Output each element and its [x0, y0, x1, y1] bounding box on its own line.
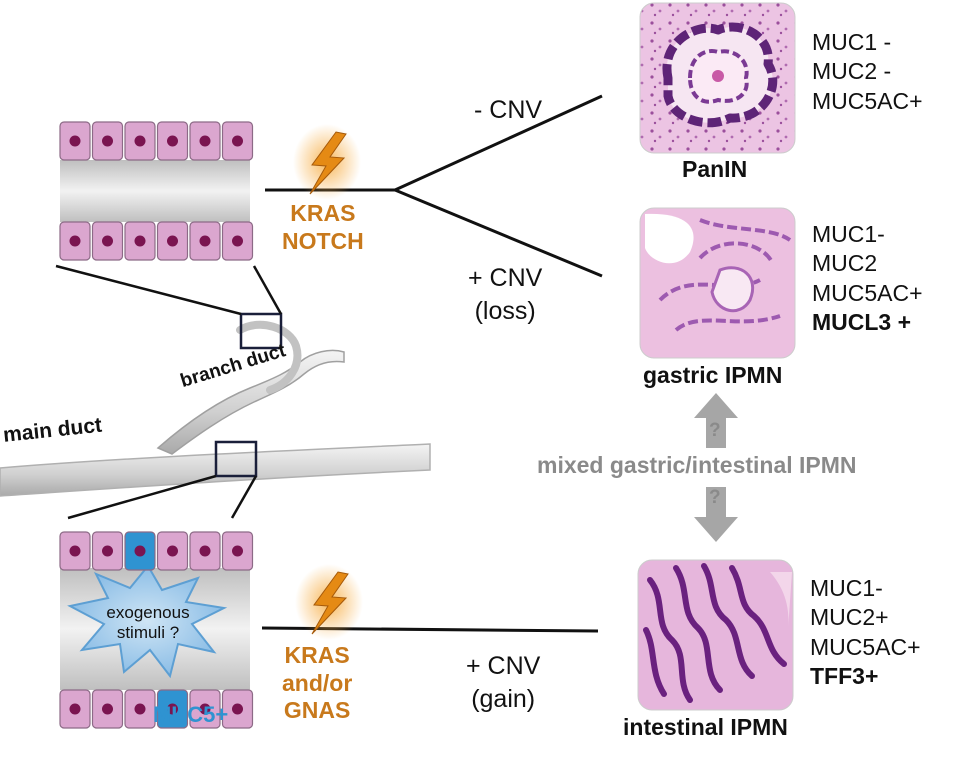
cnv-plus-gain-label: + CNV (gain) — [466, 650, 540, 715]
cell-nucleus — [102, 235, 113, 247]
cnv-plus-loss-label: + CNV (loss) — [468, 262, 542, 327]
cnv-plus-gain-line1: + CNV — [466, 652, 541, 680]
muc5-plus-label: MUC5+ — [153, 702, 229, 727]
cell-nucleus — [69, 703, 81, 715]
branch-duct-shape — [156, 349, 345, 455]
duct-illustration — [0, 264, 431, 520]
cell-nucleus — [167, 235, 178, 247]
marker-item-bold: TFF3+ — [810, 663, 879, 690]
cell-nucleus — [232, 703, 243, 715]
question-mark-top: ? — [709, 420, 721, 441]
markers-gastric-ipmn: MUC1- MUC2 MUC5AC+ MUCL3 + — [812, 220, 923, 338]
cell-nucleus — [69, 135, 81, 147]
mixed-ipmn-label: mixed gastric/intestinal IPMN — [537, 452, 857, 478]
marker-item: MUC5AC+ — [812, 87, 923, 114]
cnv-plus-gain-line2: (gain) — [471, 684, 536, 713]
marker-item: MUC2 - — [812, 58, 892, 85]
cell-nucleus — [102, 703, 113, 715]
zoom-box-main — [214, 440, 258, 478]
gene-gnas: GNAS — [283, 697, 351, 724]
markers-intestinal-ipmn: MUC1- MUC2+ MUC5AC+ TFF3+ — [810, 574, 921, 692]
question-mark-bottom: ? — [709, 487, 721, 508]
cell-nucleus — [167, 135, 178, 147]
cell-nucleus — [199, 235, 211, 247]
cell-nucleus — [102, 545, 113, 557]
cell-nucleus — [134, 545, 146, 557]
cell-nucleus — [199, 703, 211, 715]
upper-lumen — [60, 160, 250, 222]
cell-nucleus — [167, 703, 178, 715]
lower-cell-row-top — [59, 531, 254, 571]
gene-kras-top: KRAS — [290, 200, 356, 226]
cell-nucleus — [134, 135, 146, 147]
cell-nucleus — [69, 545, 81, 557]
cell-nucleus — [232, 135, 243, 147]
markers-panin: MUC1 - MUC2 - MUC5AC+ — [812, 28, 923, 116]
gene-label-top: KRAS NOTCH — [282, 200, 364, 255]
cell-nucleus — [199, 545, 211, 557]
lightning-bolt-icon-bottom — [295, 564, 363, 640]
marker-item-bold: MUCL3 + — [812, 309, 912, 336]
cell-nucleus — [134, 235, 146, 247]
cell-nucleus — [199, 135, 211, 147]
cell-nucleus — [69, 235, 81, 247]
lesion-name-gastric-ipmn: gastric IPMN — [643, 362, 783, 388]
upper-cell-row-top — [59, 121, 254, 161]
lower-epithelium — [59, 531, 254, 729]
gene-kras-bottom: KRAS — [284, 642, 350, 668]
marker-item: MUC5AC+ — [812, 279, 923, 306]
gene-and-or: and/or — [282, 669, 353, 696]
cell-nucleus — [232, 235, 243, 247]
lesion-name-intestinal-ipmn: intestinal IPMN — [623, 714, 788, 740]
gene-label-bottom: KRAS and/or GNAS — [282, 642, 352, 725]
cell-nucleus — [134, 703, 146, 715]
marker-item: MUC1- — [810, 575, 883, 601]
upper-cell-row-bottom — [59, 221, 254, 261]
cell-nucleus — [102, 135, 113, 147]
exogenous-stimuli-label: exogenous stimuli ? — [106, 603, 190, 643]
lightning-bolt-icon-top — [293, 124, 361, 200]
cnv-plus-loss-line1: + CNV — [468, 264, 543, 292]
upper-epithelium — [59, 121, 254, 261]
gastric-ipmn-histology-image — [639, 207, 796, 359]
zoom-box-branch — [239, 312, 283, 350]
marker-item: MUC5AC+ — [810, 633, 921, 660]
marker-item: MUC1- — [812, 221, 885, 247]
marker-item: MUC1 - — [812, 29, 892, 55]
exogenous-stimuli-starburst — [67, 564, 228, 679]
panin-histology-image — [639, 2, 796, 154]
intestinal-ipmn-histology-image — [637, 559, 794, 711]
marker-item: MUC2 — [812, 250, 878, 277]
lower-cell-row-bottom — [59, 689, 254, 729]
branch-duct-bend — [236, 320, 302, 394]
cnv-minus-label: - CNV — [474, 96, 543, 124]
lesion-name-panin: PanIN — [682, 156, 748, 182]
mixed-double-arrow — [694, 393, 738, 542]
cnv-plus-loss-line2: (loss) — [474, 296, 536, 325]
marker-item: MUC2+ — [810, 604, 889, 631]
gene-notch: NOTCH — [282, 227, 364, 254]
cell-nucleus — [167, 545, 178, 557]
cell-nucleus — [232, 545, 243, 557]
